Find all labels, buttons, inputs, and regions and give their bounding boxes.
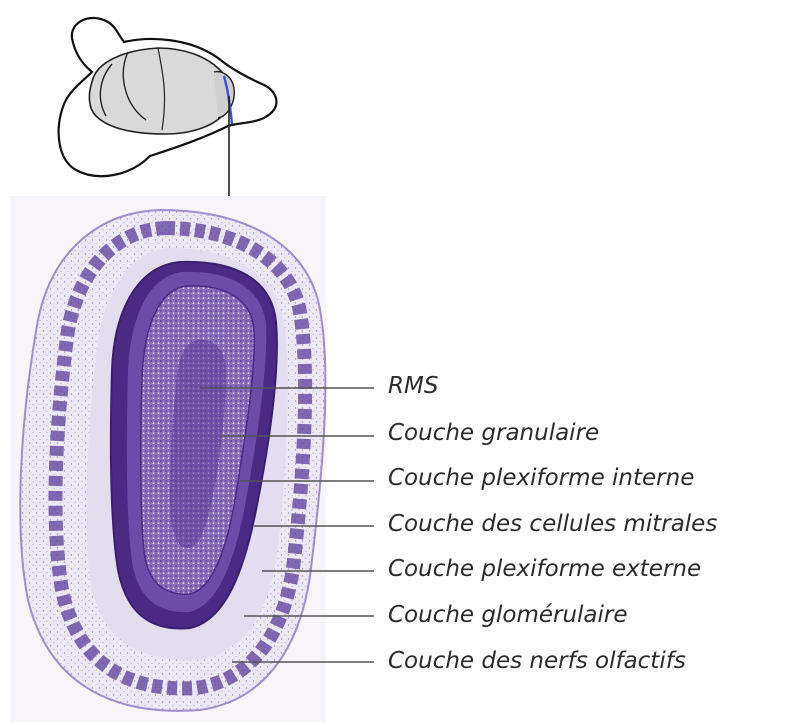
histology-section xyxy=(10,196,326,722)
label-plexiforme-externe: Couche plexiforme externe xyxy=(388,558,701,581)
label-plexiforme-interne: Couche plexiforme interne xyxy=(388,467,694,490)
label-rms: RMS xyxy=(388,375,438,398)
label-glomerulaire: Couche glomérulaire xyxy=(388,604,628,627)
label-granulaire: Couche granulaire xyxy=(388,422,599,445)
brain-body xyxy=(89,48,229,134)
label-cellules-mitrales: Couche des cellules mitrales xyxy=(388,513,717,536)
brain-sketch xyxy=(59,18,277,198)
label-nerfs-olfactifs: Couche des nerfs olfactifs xyxy=(388,650,686,673)
